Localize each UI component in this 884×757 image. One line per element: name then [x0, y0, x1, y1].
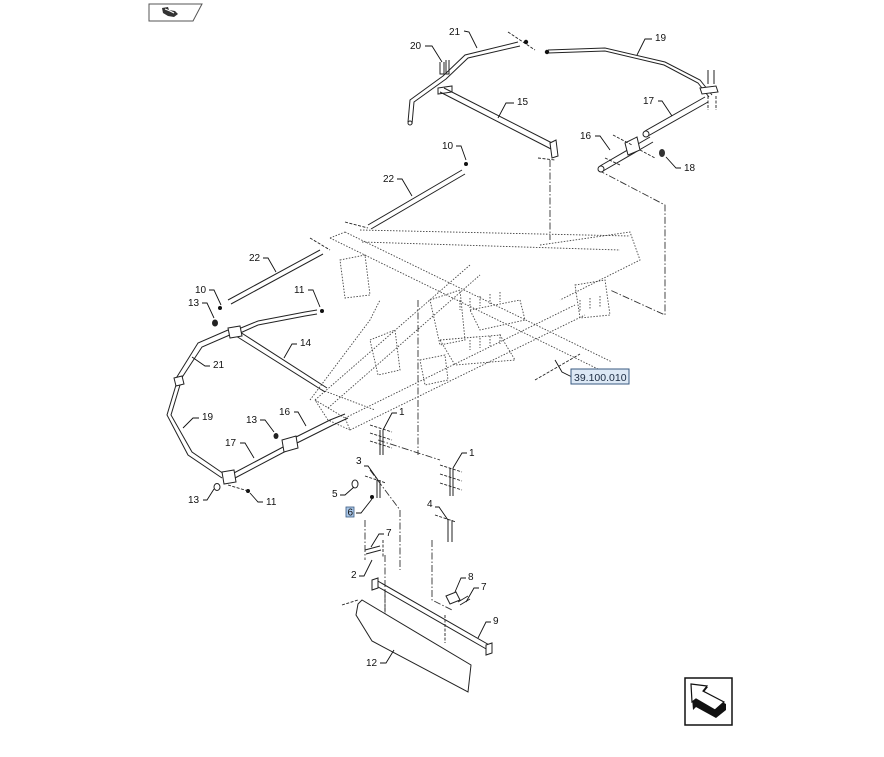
svg-text:12: 12 — [366, 658, 378, 669]
part-3 — [364, 475, 387, 498]
part-8-bracket — [445, 591, 471, 606]
part-15-tube — [439, 87, 559, 159]
svg-text:8: 8 — [468, 572, 474, 583]
callout-11[interactable]: 11 — [249, 492, 277, 508]
svg-text:11: 11 — [294, 285, 305, 296]
callout-7[interactable]: 7 — [465, 582, 487, 603]
svg-text:18: 18 — [684, 163, 696, 174]
part-21-upper — [407, 41, 521, 126]
callout-12[interactable]: 12 — [366, 649, 395, 669]
callout-4[interactable]: 4 — [427, 499, 449, 521]
callout-16[interactable]: 16 — [580, 131, 611, 151]
part-19-lower — [166, 384, 225, 479]
callout-6-highlighted[interactable]: 6 — [345, 498, 373, 519]
callout-7[interactable]: 7 — [370, 528, 392, 548]
svg-text:3: 3 — [356, 456, 362, 467]
top-wheel-frame-assembly — [407, 31, 719, 173]
callout-19[interactable]: 19 — [636, 33, 667, 56]
main-frame-assembly — [309, 229, 641, 431]
part-12-panel — [341, 599, 472, 693]
callout-5[interactable]: 5 — [332, 486, 355, 500]
svg-text:17: 17 — [225, 438, 237, 449]
back-to-index-button[interactable] — [148, 3, 203, 22]
svg-text:10: 10 — [195, 285, 207, 296]
svg-text:21: 21 — [449, 27, 461, 38]
svg-text:20: 20 — [410, 41, 422, 52]
lower-bracket-assembly — [341, 424, 493, 693]
left-wheel-frame-assembly — [166, 309, 349, 493]
svg-text:7: 7 — [386, 528, 392, 539]
callout-13[interactable]: 13 — [188, 298, 215, 319]
callout-13[interactable]: 13 — [246, 415, 275, 433]
callout-2[interactable]: 2 — [351, 559, 373, 581]
svg-text:19: 19 — [202, 412, 214, 423]
back-to-index-icon — [162, 7, 178, 17]
svg-text:6: 6 — [348, 508, 354, 519]
svg-text:14: 14 — [300, 338, 312, 349]
svg-text:13: 13 — [246, 415, 258, 426]
callout-16[interactable]: 16 — [279, 407, 307, 427]
part-21-lower — [174, 320, 259, 383]
svg-text:17: 17 — [643, 96, 655, 107]
svg-text:15: 15 — [517, 97, 529, 108]
callout-11[interactable]: 11 — [294, 285, 321, 308]
svg-text:9: 9 — [493, 616, 499, 627]
part-4 — [434, 514, 457, 542]
callout-labels: 21 20 19 15 17 16 18 — [182, 27, 696, 669]
part-14-tube — [227, 325, 328, 393]
callout-9[interactable]: 9 — [477, 616, 499, 639]
part-1-left — [369, 424, 393, 455]
return-arrow-icon — [690, 683, 726, 718]
callout-20[interactable]: 20 — [410, 41, 443, 63]
svg-text:7: 7 — [481, 582, 487, 593]
callout-15[interactable]: 15 — [497, 97, 529, 119]
svg-text:22: 22 — [383, 174, 395, 185]
svg-text:19: 19 — [655, 33, 667, 44]
svg-text:11: 11 — [266, 497, 277, 508]
reference-link-39-100-010[interactable]: 39.100.010 — [554, 359, 630, 385]
part-19-upper — [547, 47, 713, 98]
part-1-right — [439, 464, 463, 496]
svg-text:13: 13 — [188, 495, 200, 506]
reference-link-label: 39.100.010 — [574, 372, 627, 384]
callout-10[interactable]: 10 — [442, 141, 467, 161]
svg-text:22: 22 — [249, 253, 261, 264]
callout-3[interactable]: 3 — [356, 456, 379, 481]
callout-22[interactable]: 22 — [383, 174, 413, 197]
svg-text:1: 1 — [399, 407, 405, 418]
part-16-upper — [597, 136, 654, 173]
svg-text:4: 4 — [427, 499, 433, 510]
svg-text:1: 1 — [469, 448, 475, 459]
svg-text:21: 21 — [213, 360, 225, 371]
callout-17[interactable]: 17 — [643, 96, 673, 117]
callout-1[interactable]: 1 — [452, 448, 475, 469]
callout-18[interactable]: 18 — [665, 156, 696, 174]
callout-8[interactable]: 8 — [454, 572, 474, 593]
callout-17[interactable]: 17 — [225, 438, 255, 459]
callout-10[interactable]: 10 — [195, 285, 222, 306]
callout-13[interactable]: 13 — [188, 488, 215, 506]
part-18-nut — [659, 149, 665, 157]
part-17-upper — [642, 96, 709, 138]
part-16-lower — [281, 413, 349, 453]
assembly-centerlines — [364, 160, 666, 640]
svg-text:16: 16 — [279, 407, 291, 418]
part-2-bracket — [364, 540, 384, 558]
callout-14[interactable]: 14 — [283, 338, 312, 359]
callout-1[interactable]: 1 — [382, 407, 405, 431]
part-9-channel — [371, 577, 493, 656]
svg-text:10: 10 — [442, 141, 454, 152]
callout-21[interactable]: 21 — [191, 356, 225, 371]
callout-19[interactable]: 19 — [182, 412, 214, 429]
svg-text:13: 13 — [188, 298, 200, 309]
callout-22[interactable]: 22 — [249, 253, 277, 273]
svg-text:16: 16 — [580, 131, 592, 142]
svg-text:5: 5 — [332, 489, 338, 500]
part-22-upper — [344, 162, 468, 230]
part-22-lower — [218, 237, 331, 310]
part-17-lower — [221, 445, 289, 485]
callout-21[interactable]: 21 — [449, 27, 478, 49]
return-arrow-button[interactable] — [684, 677, 733, 726]
svg-text:2: 2 — [351, 570, 357, 581]
